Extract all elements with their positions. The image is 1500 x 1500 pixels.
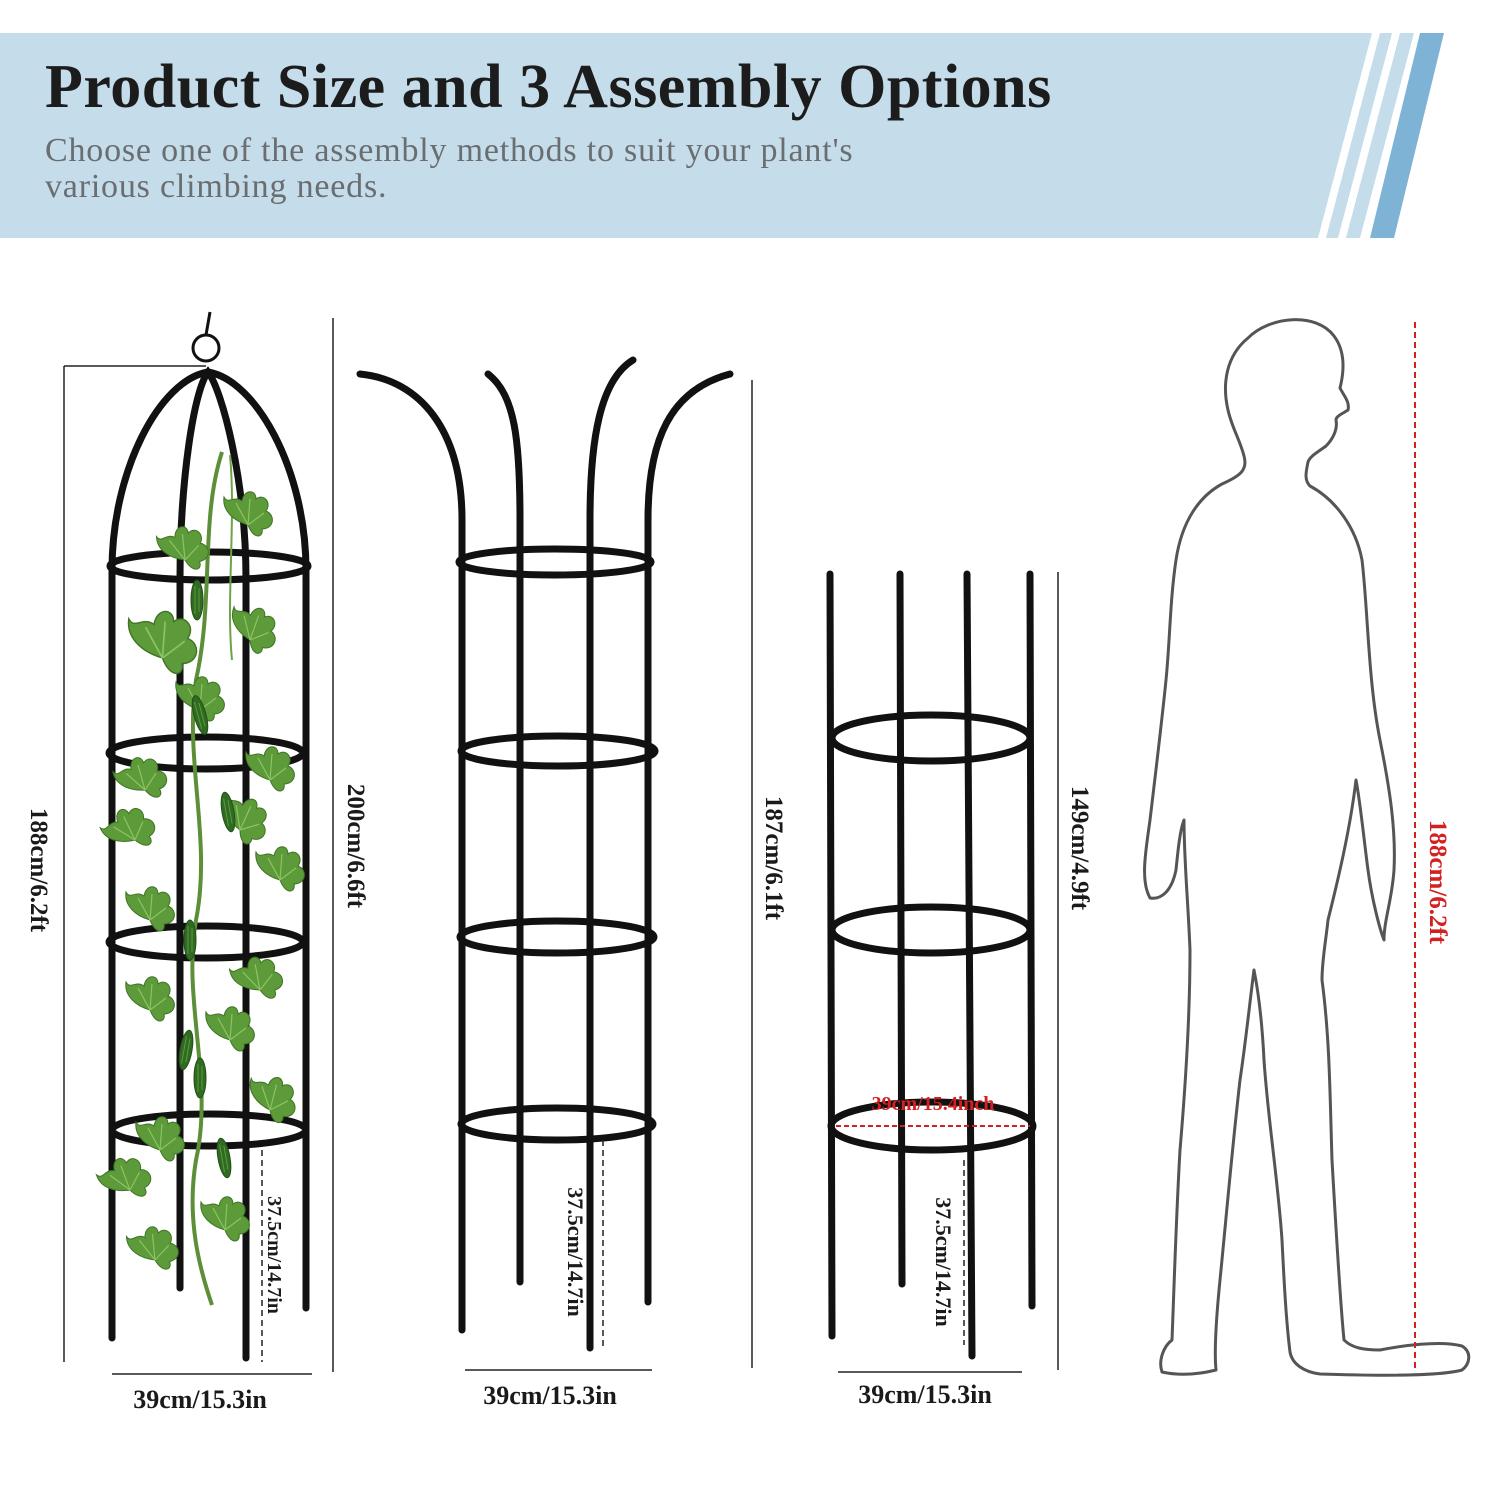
trellis-option-1: 188cm/6.2ft 200cm/6.6ft 37.5cm/14.7in 39…: [25, 311, 369, 1414]
width-label: 39cm/15.3in: [483, 1381, 617, 1410]
width-label: 39cm/15.3in: [133, 1385, 267, 1414]
leg-length-label: 37.5cm/14.7in: [931, 1197, 956, 1327]
dimension-lines-option-1: [63, 318, 334, 1375]
banner-background: [0, 33, 1444, 238]
hanging-loop: [191, 311, 221, 363]
person-height-label: 188cm/6.2ft: [1424, 820, 1451, 945]
header-banner: [0, 33, 1500, 238]
leg-length-label: 37.5cm/14.7in: [563, 1187, 588, 1317]
width-label: 39cm/15.3in: [858, 1380, 992, 1409]
leg-length-label: 37.5cm/14.7in: [263, 1196, 285, 1314]
dimension-lines-option-2: [465, 380, 753, 1371]
subtitle-line-1: Choose one of the assembly methods to su…: [45, 132, 854, 169]
trellis-short-frame: [826, 570, 1037, 1360]
trellis-option-2: 187cm/6.1ft 37.5cm/14.7in 39cm/15.3in: [356, 356, 787, 1410]
dimension-lines-option-3: [838, 572, 1059, 1373]
subtitle-line-2: various climbing needs.: [45, 168, 388, 205]
overall-height-label: 187cm/6.1ft: [760, 796, 787, 921]
cucumber-plant: [93, 451, 306, 1306]
page-subtitle: Choose one of the assembly methods to su…: [45, 133, 1095, 205]
page-title: Product Size and 3 Assembly Options: [45, 53, 1052, 121]
trellis-flared-frame: [356, 356, 734, 1352]
trellis-option-3: 39cm/15.4inch 149cm/4.9ft 37.5cm/14.7in …: [826, 570, 1093, 1409]
overall-height-label: 149cm/4.9ft: [1066, 786, 1093, 911]
side-height-label: 188cm/6.2ft: [25, 808, 52, 933]
banner-stripe: [1370, 33, 1444, 238]
person-silhouette: 188cm/6.2ft: [1143, 318, 1471, 1377]
ring-diameter-label: 39cm/15.4inch: [872, 1093, 995, 1115]
overall-height-label: 200cm/6.6ft: [342, 784, 369, 909]
person-outline: [1143, 318, 1471, 1377]
